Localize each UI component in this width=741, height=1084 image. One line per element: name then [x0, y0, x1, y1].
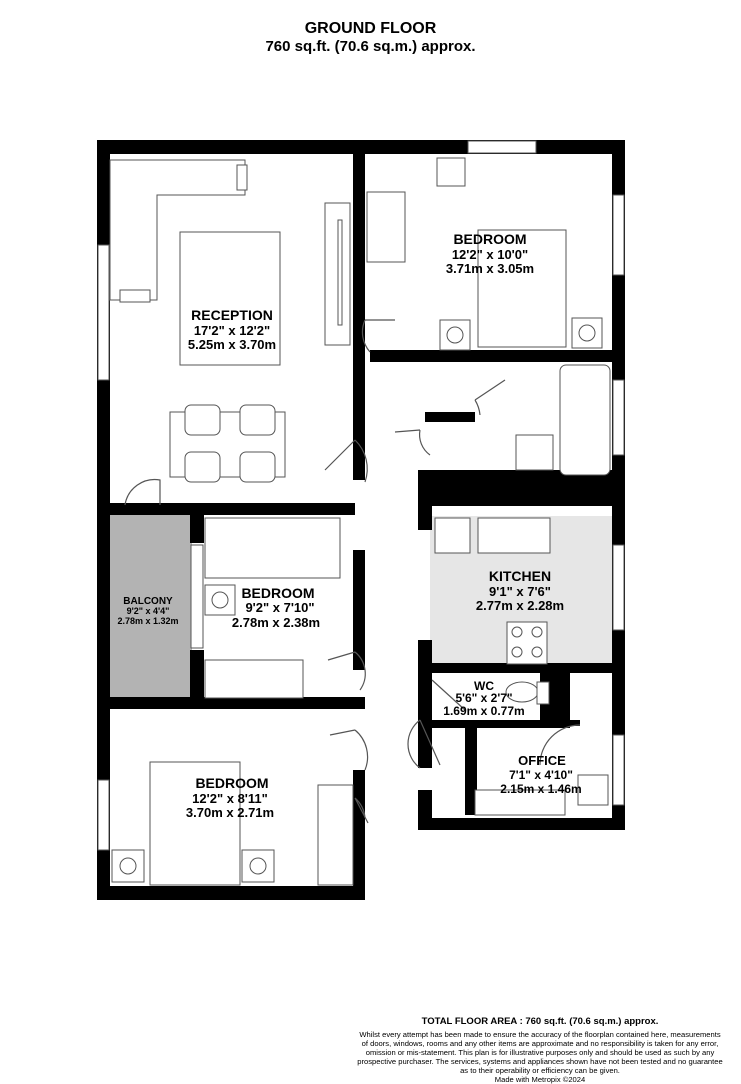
room-label-office: OFFICE 7'1" x 4'10" 2.15m x 1.46m: [500, 753, 581, 796]
room-metric: 3.70m x 2.71m: [186, 805, 274, 820]
room-imperial: 9'1" x 7'6": [489, 584, 551, 599]
room-metric: 2.78m x 1.32m: [117, 616, 178, 626]
room-name: BEDROOM: [241, 585, 314, 601]
disclaimer-line: as to their operability or efficiency ca…: [460, 1066, 620, 1075]
disclaimer-line: of doors, windows, rooms and any other i…: [361, 1039, 719, 1048]
total-floor-area: TOTAL FLOOR AREA : 760 sq.ft. (70.6 sq.m…: [421, 1016, 659, 1027]
room-label-reception: RECEPTION 17'2" x 12'2" 5.25m x 3.70m: [188, 307, 276, 352]
double-bed: [477, 229, 567, 348]
room-label-balcony: BALCONY 9'2" x 4'4" 2.78m x 1.32m: [117, 596, 178, 626]
room-imperial: 9'2" x 4'4": [127, 606, 170, 616]
kitchen-sink: [477, 517, 551, 554]
room-name: WC: [474, 679, 494, 693]
room-metric: 3.71m x 3.05m: [446, 261, 534, 276]
room-label-bedroom-1: BEDROOM 12'2" x 10'0" 3.71m x 3.05m: [446, 231, 534, 276]
bedside-table: [571, 317, 603, 349]
office-desk: [474, 789, 566, 816]
sofa: [109, 159, 246, 301]
room-metric: 2.15m x 1.46m: [500, 782, 581, 796]
wardrobe: [366, 191, 406, 263]
room-label-bedroom-3: BEDROOM 12'2" x 8'11" 3.70m x 2.71m: [186, 775, 274, 820]
room-name: BEDROOM: [453, 231, 526, 247]
furniture: [109, 157, 611, 886]
room-imperial: 12'2" x 10'0": [452, 247, 528, 262]
room-imperial: 5'6" x 2'7": [455, 691, 512, 705]
double-bed: [149, 761, 241, 886]
room-name: BALCONY: [123, 596, 173, 607]
disclaimer-line: omission or mis-statement. This plan is …: [365, 1048, 715, 1057]
doors: [124, 319, 581, 824]
bathtub: [559, 364, 611, 476]
sofa-arm: [119, 289, 151, 303]
room-metric: 5.25m x 3.70m: [188, 337, 276, 352]
room-imperial: 7'1" x 4'10": [509, 768, 573, 782]
wardrobe: [317, 784, 354, 886]
floor-area: 760 sq.ft. (70.6 sq.m.) approx.: [265, 38, 476, 55]
room-imperial: 12'2" x 8'11": [192, 791, 268, 806]
room-metric: 2.77m x 2.28m: [476, 598, 564, 613]
room-label-wc: WC 5'6" x 2'7" 1.69m x 0.77m: [443, 679, 524, 718]
disclaimer-line: Whilst every attempt has been made to en…: [359, 1030, 721, 1039]
office-chair: [577, 774, 609, 806]
sink: [515, 434, 554, 471]
room-name: RECEPTION: [191, 307, 273, 323]
desk-chair: [436, 157, 466, 187]
room-imperial: 17'2" x 12'2": [194, 323, 270, 338]
room-metric: 2.78m x 2.38m: [232, 615, 320, 630]
room-name: KITCHEN: [489, 568, 551, 584]
bedside-table: [204, 584, 236, 616]
balcony-floor: [105, 512, 192, 702]
room-imperial: 9'2" x 7'10": [245, 600, 314, 615]
room-name: OFFICE: [518, 753, 566, 768]
room-name: BEDROOM: [195, 775, 268, 791]
rug: [179, 231, 281, 366]
disclaimer-line: prospective purchaser. The services, sys…: [357, 1057, 723, 1066]
footer: TOTAL FLOOR AREA : 760 sq.ft. (70.6 sq.m…: [340, 1016, 740, 1084]
room-metric: 1.69m x 0.77m: [443, 704, 524, 718]
sofa-arm: [236, 164, 248, 191]
fridge: [434, 517, 471, 554]
floor-name: GROUND FLOOR: [304, 20, 437, 37]
windows: [97, 140, 625, 851]
desk: [204, 659, 304, 699]
single-bed: [204, 517, 341, 579]
room-label-bedroom-2: BEDROOM 9'2" x 7'10" 2.78m x 2.38m: [232, 585, 320, 630]
room-label-kitchen: KITCHEN 9'1" x 7'6" 2.77m x 2.28m: [476, 568, 564, 613]
